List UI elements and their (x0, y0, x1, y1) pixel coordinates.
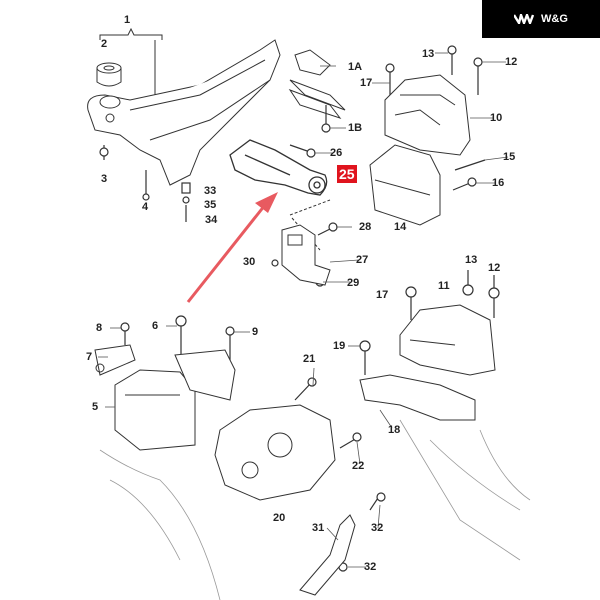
callout: 22 (352, 460, 365, 472)
transmission-mount (114, 369, 196, 451)
logo-text: W&G (541, 13, 568, 25)
rubber-bushing (96, 62, 122, 87)
callout: 31 (312, 522, 325, 534)
callout: 20 (273, 512, 286, 524)
highlight-arrow (186, 192, 278, 303)
torque-arm (229, 139, 328, 196)
engine-mount-upper (384, 74, 471, 156)
bracket (281, 224, 331, 286)
brand-logo: W&G (482, 0, 600, 38)
callout: 35 (204, 199, 217, 211)
bolts (99, 45, 500, 572)
callout: 34 (205, 214, 218, 226)
callout: 7 (86, 351, 93, 363)
callout: 12 (505, 56, 518, 68)
callout: 28 (359, 221, 372, 233)
link-bracket (299, 514, 356, 596)
callout: 19 (333, 340, 346, 352)
callout: 10 (490, 112, 503, 124)
callout: 21 (303, 353, 316, 365)
callout: 12 (488, 262, 501, 274)
callout: 2 (101, 38, 108, 50)
callout: 1A (348, 61, 363, 73)
callout: 4 (142, 201, 149, 213)
callout: 11 (438, 280, 450, 292)
callout: 15 (503, 151, 516, 163)
mount-cover (369, 144, 441, 226)
callout: 14 (394, 221, 407, 233)
callout: 1 (124, 14, 131, 26)
logo-mark-icon (514, 14, 535, 24)
callout: 17 (360, 77, 373, 89)
gearbox-bracket (214, 404, 336, 501)
highlighted-part-label: 25 (337, 165, 357, 183)
callout: 13 (422, 48, 435, 60)
callout: 8 (96, 322, 103, 334)
subframe (87, 39, 281, 186)
callout: 6 (152, 320, 159, 332)
support-bracket (359, 374, 476, 421)
callout: 3 (101, 173, 108, 185)
callout: 26 (330, 147, 343, 159)
callout: 30 (243, 256, 256, 268)
clip (94, 344, 136, 376)
callout: 13 (465, 254, 478, 266)
callout: 33 (204, 185, 217, 197)
callout: 32 (371, 522, 384, 534)
callout: 29 (347, 277, 360, 289)
callout: 27 (356, 254, 369, 266)
callout: 17 (376, 289, 389, 301)
group-bracket (99, 27, 163, 40)
callout: 32 (364, 561, 377, 573)
callout: 1B (348, 122, 363, 134)
callout: 16 (492, 177, 505, 189)
callout: 9 (252, 326, 259, 338)
callout: 5 (92, 401, 99, 413)
engine-mount-lower (399, 304, 496, 376)
callout: 18 (388, 424, 401, 436)
